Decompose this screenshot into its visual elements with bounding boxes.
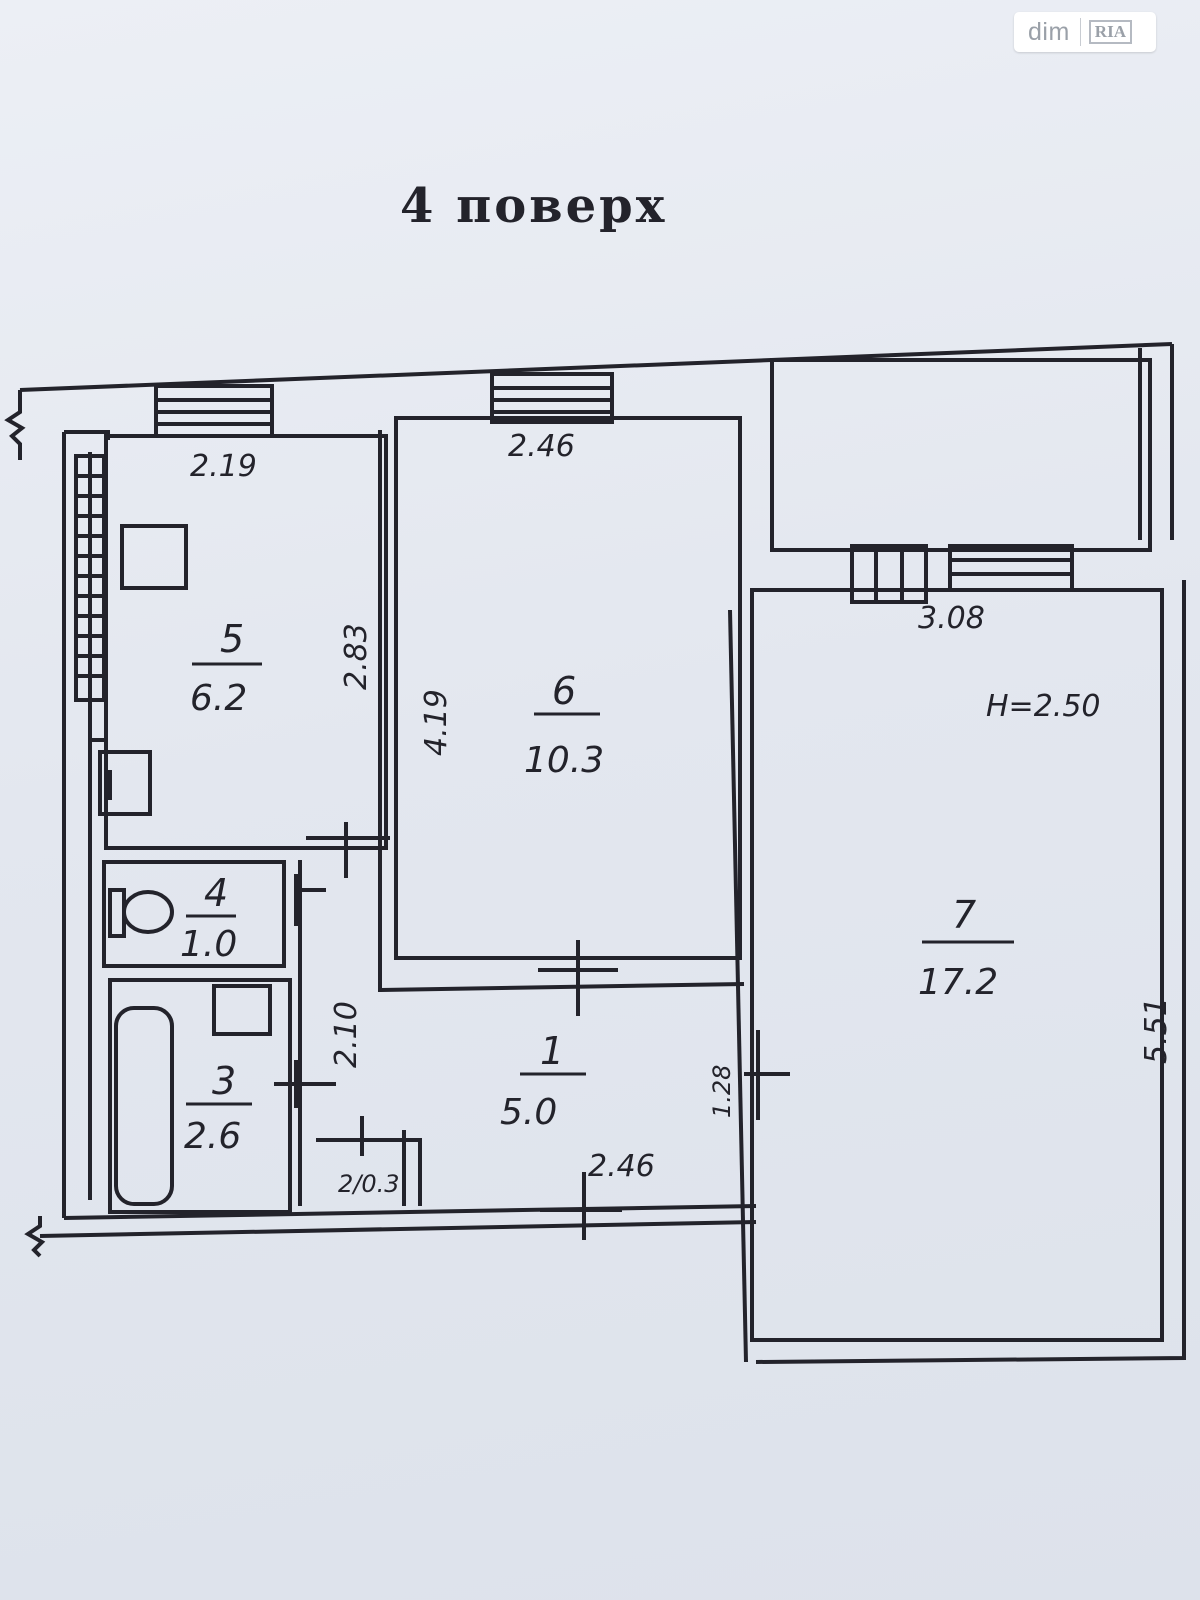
ria-logo: RIA [1088,20,1132,44]
wall-break-bottom-left [24,1216,46,1258]
closet-label: 2/0.3 [338,1170,400,1198]
dim-hall-width: 2.46 [588,1149,655,1184]
room7-number: 7 [952,893,976,937]
room7-window [948,544,1074,592]
closet-walls [316,1130,422,1206]
bathroom-walls [108,978,292,1214]
door-room7 [744,1030,790,1120]
door-entrance [540,1172,622,1240]
balcony-side [1138,344,1174,540]
bathtub [114,1006,174,1206]
wall-break-top-left [4,390,26,460]
door-toilet [294,874,326,926]
ventilation-grid [76,456,104,700]
room1-area: 5.0 [500,1092,557,1133]
room7-door-frame [850,544,928,604]
room3-area: 2.6 [184,1116,241,1157]
bathroom-sink [212,984,272,1036]
dim-kitchen-width: 2.19 [190,449,257,484]
room6-outer-wall [378,430,745,993]
outer-wall-bottom-inner [63,1204,757,1220]
dim-room6-length: 4.19 [419,689,454,756]
outer-wall-bottom [39,1220,757,1238]
room6-window-lines [492,386,612,414]
outer-wall-top [19,342,1173,392]
floor-title: 4 поверх [400,178,668,234]
room3-number: 3 [212,1059,236,1103]
kitchen-window-lines [156,398,272,426]
room6-number: 6 [552,669,576,713]
room4-number: 4 [204,871,228,915]
room5-area: 6.2 [190,678,247,719]
room6-area: 10.3 [524,740,604,781]
watermark-separator [1079,18,1081,46]
room6-walls [394,416,742,960]
dim-hall-length: 2.10 [329,1001,364,1068]
room7-outer-left [728,609,748,1363]
room7-area: 17.2 [918,962,998,1003]
room7-door-lines [874,546,904,602]
dim-ceiling-height: H=2.50 [986,689,1101,724]
dim-room7-length: 5.51 [1139,997,1174,1064]
door-kitchen [306,822,390,878]
balcony-walls [770,358,1152,552]
dim-ria-watermark: dim RIA [1014,12,1156,52]
door-room6 [538,940,618,1016]
room7-outer-right [755,580,1186,1364]
room7-window-lines [950,558,1072,576]
dim-kitchen-length: 2.83 [339,623,374,690]
room5-number: 5 [220,617,244,661]
dim-hall-depth: 1.28 [708,1065,736,1118]
outer-wall-top-inner [64,430,110,440]
stove [120,524,188,590]
dim-room7-width: 3.08 [918,601,985,636]
room4-area: 1.0 [180,924,237,965]
dim-room6-width: 2.46 [508,429,575,464]
toilet-tank [108,888,126,938]
toilet-walls [102,860,286,968]
toilet-bowl [122,890,174,934]
watermark-text: dim [1028,17,1070,46]
door-bathroom [274,1060,336,1108]
kitchen-sink [98,750,152,816]
room1-number: 1 [540,1029,564,1073]
